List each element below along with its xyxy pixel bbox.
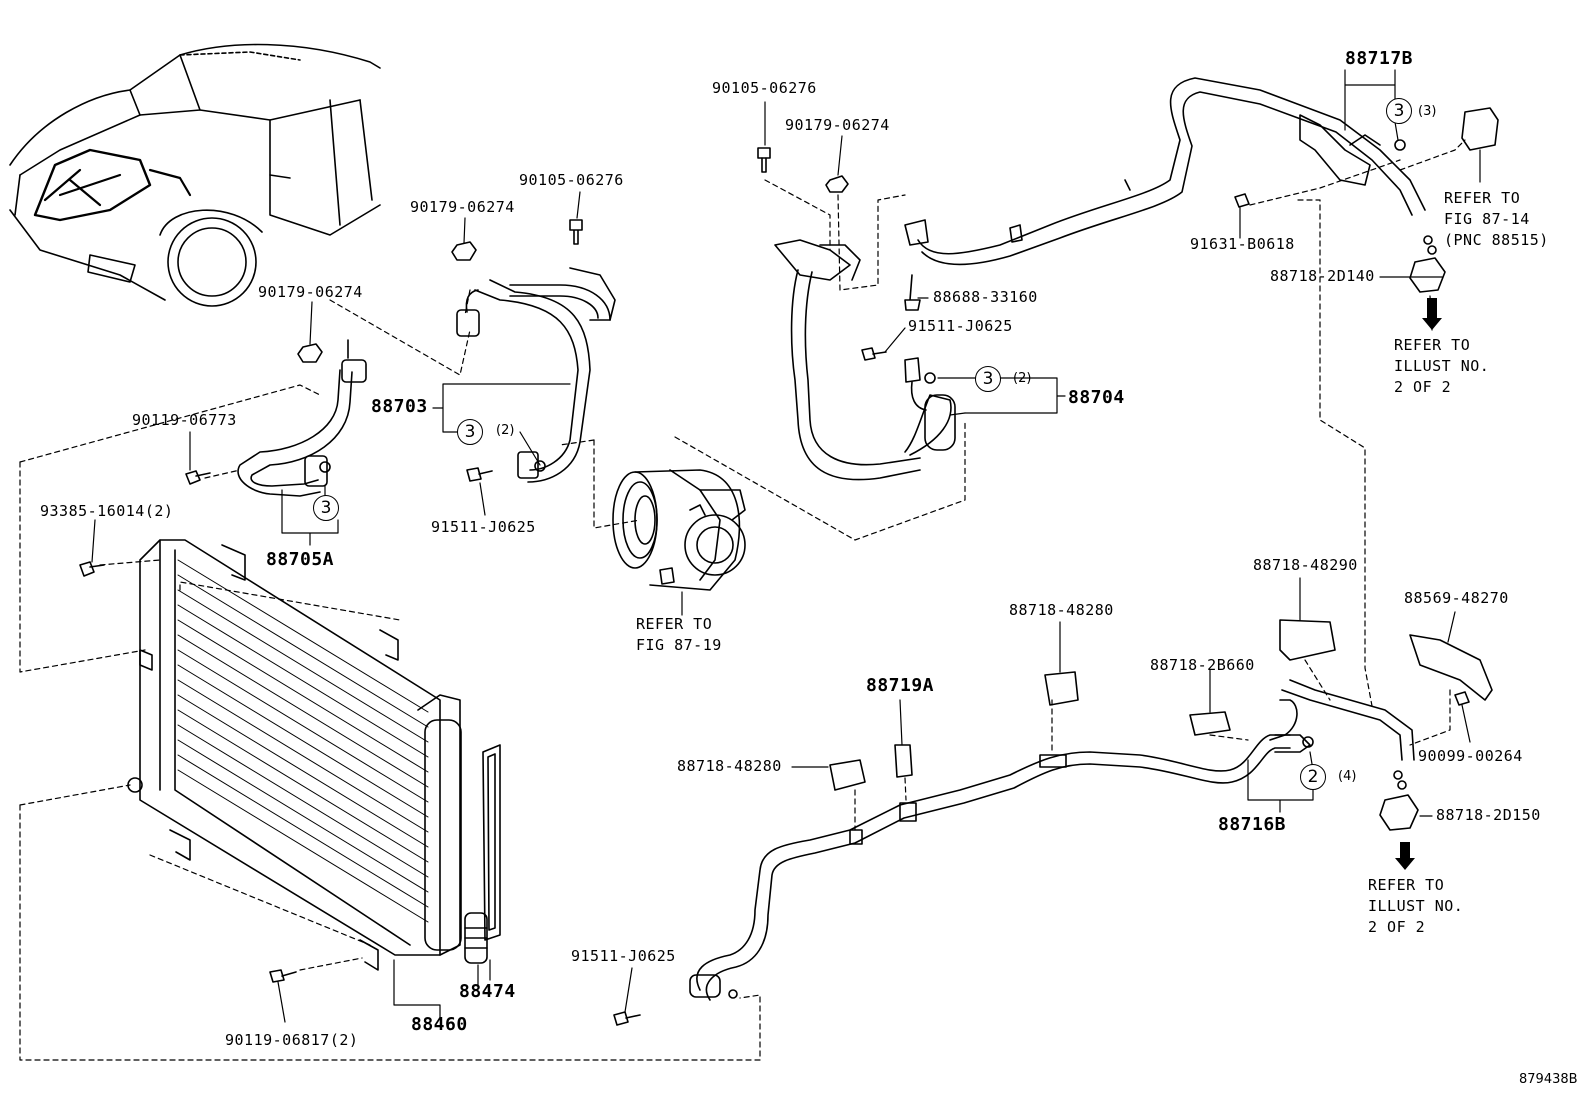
condenser-drawing bbox=[127, 539, 462, 971]
part-label: 91511-J0625 bbox=[431, 518, 536, 536]
part-label: 88718-48280 bbox=[677, 757, 782, 775]
hose-88717b-drawing bbox=[904, 77, 1426, 266]
dashed-connection-lines bbox=[19, 139, 1466, 1061]
reference-arrows bbox=[1395, 298, 1442, 870]
part-label: 90179-06274 bbox=[258, 283, 363, 301]
hose-88704-drawing bbox=[774, 239, 956, 481]
quantity-count: (2) bbox=[1013, 371, 1032, 386]
part-label: 88718-2D140 bbox=[1270, 267, 1375, 285]
assembly-label: 88460 bbox=[411, 1014, 468, 1035]
quantity-badge: 2 bbox=[1300, 764, 1326, 790]
compressor-drawing bbox=[612, 469, 746, 591]
quantity-badge: 3 bbox=[1386, 98, 1412, 124]
part-label: 90105-06276 bbox=[712, 79, 817, 97]
illustration-id: 879438B bbox=[1519, 1072, 1578, 1087]
hose-88703-drawing bbox=[456, 267, 616, 483]
part-label: 91631-B0618 bbox=[1190, 235, 1295, 253]
part-label: 90179-06274 bbox=[410, 198, 515, 216]
part-label: 88718-2B660 bbox=[1150, 656, 1255, 674]
quantity-badge: 3 bbox=[457, 419, 483, 445]
illustration-reference-note: REFER TO ILLUST NO. 2 OF 2 bbox=[1368, 876, 1464, 936]
part-label: 93385-16014(2) bbox=[40, 502, 174, 520]
hose-88705a-drawing bbox=[237, 339, 367, 497]
illustration-reference-note: REFER TO ILLUST NO. 2 OF 2 bbox=[1394, 336, 1490, 396]
part-label: 88718-48290 bbox=[1253, 556, 1358, 574]
quantity-badge: 3 bbox=[975, 366, 1001, 392]
compressor-reference-note: REFER TO FIG 87-19 bbox=[636, 615, 722, 654]
hose-88716b-drawing bbox=[689, 679, 1415, 1001]
assembly-label: 88717B bbox=[1345, 48, 1414, 69]
part-label: 90105-06276 bbox=[519, 171, 624, 189]
assembly-label: 88703 bbox=[371, 396, 428, 417]
receiver-drawing bbox=[464, 744, 501, 964]
part-label: 90179-06274 bbox=[785, 116, 890, 134]
assembly-label: 88719A bbox=[866, 675, 935, 696]
fastener-icons bbox=[79, 107, 1499, 1026]
part-label: 91511-J0625 bbox=[571, 947, 676, 965]
assembly-label: 88474 bbox=[459, 981, 516, 1002]
part-label: 88718-48280 bbox=[1009, 601, 1114, 619]
part-label: 90119-06817(2) bbox=[225, 1031, 359, 1049]
part-label: 91511-J0625 bbox=[908, 317, 1013, 335]
part-label: 88569-48270 bbox=[1404, 589, 1509, 607]
part-label: 88718-2D150 bbox=[1436, 806, 1541, 824]
assembly-label: 88704 bbox=[1068, 387, 1125, 408]
part-label: 88688-33160 bbox=[933, 288, 1038, 306]
assembly-label: 88716B bbox=[1218, 814, 1287, 835]
assembly-label: 88705A bbox=[266, 549, 335, 570]
quantity-badge: 3 bbox=[313, 495, 339, 521]
expansion-valve-reference-note: REFER TO FIG 87-14 (PNC 88515) bbox=[1444, 189, 1549, 249]
quantity-count: (4) bbox=[1338, 769, 1357, 784]
part-label: 90119-06773 bbox=[132, 411, 237, 429]
quantity-count: (2) bbox=[496, 423, 515, 438]
leader-lines bbox=[91, 69, 1481, 1023]
quantity-count: (3) bbox=[1418, 104, 1437, 119]
vehicle-locator-drawing bbox=[9, 43, 381, 307]
part-label: 90099-00264 bbox=[1418, 747, 1523, 765]
